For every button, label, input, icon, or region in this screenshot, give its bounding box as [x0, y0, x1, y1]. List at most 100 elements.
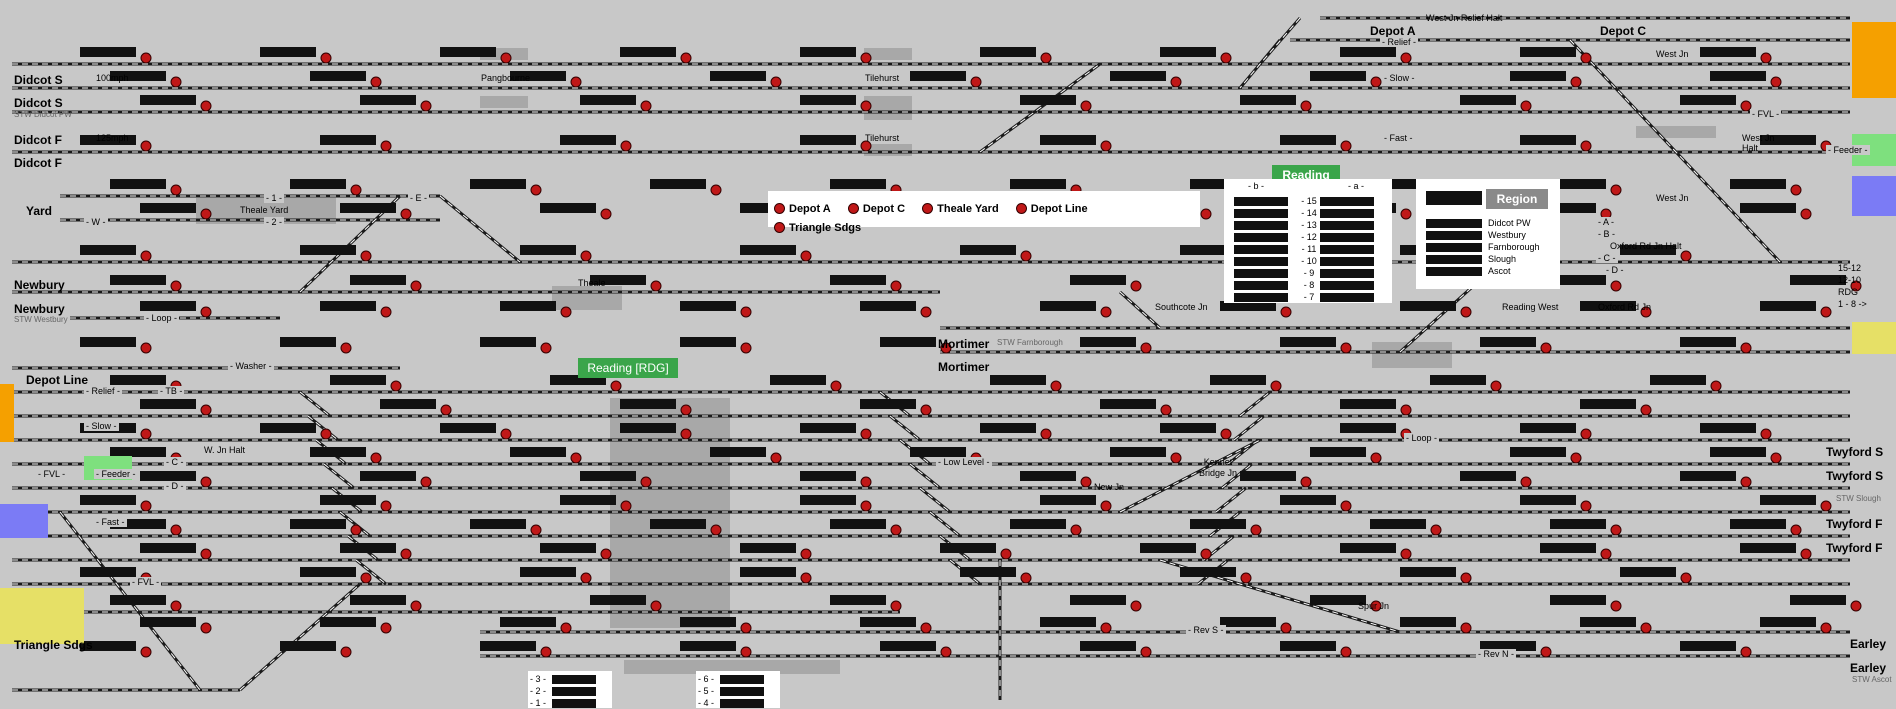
reading-panel-row[interactable]: - 14 — [1234, 207, 1380, 219]
signal-head[interactable] — [380, 500, 392, 512]
reading-panel-row[interactable]: - 8 — [1234, 279, 1380, 291]
signal-head[interactable] — [860, 500, 872, 512]
signal-head[interactable] — [710, 184, 722, 196]
signal-head[interactable] — [940, 342, 952, 354]
signal-head[interactable] — [200, 100, 212, 112]
signal-head[interactable] — [1000, 548, 1012, 560]
signal-head[interactable] — [620, 140, 632, 152]
signal-head[interactable] — [170, 76, 182, 88]
signal-head[interactable] — [1340, 140, 1352, 152]
signal-head[interactable] — [740, 306, 752, 318]
signal-head[interactable] — [1520, 100, 1532, 112]
signal-head[interactable] — [1640, 622, 1652, 634]
signal-head[interactable] — [620, 500, 632, 512]
signal-head[interactable] — [1740, 342, 1752, 354]
signal-head[interactable] — [560, 622, 572, 634]
signal-head[interactable] — [860, 100, 872, 112]
signal-head[interactable] — [1280, 622, 1292, 634]
region-row[interactable]: Farnborough — [1426, 241, 1540, 253]
signal-head[interactable] — [890, 524, 902, 536]
signal-head[interactable] — [1460, 572, 1472, 584]
signal-head[interactable] — [1400, 404, 1412, 416]
signal-head[interactable] — [1020, 250, 1032, 262]
signal-head[interactable] — [1100, 500, 1112, 512]
signal-head[interactable] — [920, 622, 932, 634]
signal-head[interactable] — [530, 524, 542, 536]
signal-head[interactable] — [1740, 646, 1752, 658]
signal-head[interactable] — [500, 52, 512, 64]
signal-head[interactable] — [1540, 646, 1552, 658]
boundary-tag-orange-left[interactable] — [0, 384, 14, 442]
signal-head[interactable] — [1570, 452, 1582, 464]
signal-head[interactable] — [200, 208, 212, 220]
signal-head[interactable] — [1340, 342, 1352, 354]
signal-head[interactable] — [420, 476, 432, 488]
signal-head[interactable] — [1610, 600, 1622, 612]
signal-head[interactable] — [140, 342, 152, 354]
signal-head[interactable] — [1300, 476, 1312, 488]
region-row[interactable]: Ascot — [1426, 265, 1540, 277]
boundary-tag-blue-right[interactable] — [1852, 176, 1896, 216]
signal-head[interactable] — [500, 428, 512, 440]
boundary-tag-yellow-right[interactable] — [1852, 322, 1896, 354]
signal-head[interactable] — [380, 140, 392, 152]
signal-head[interactable] — [1200, 548, 1212, 560]
signal-head[interactable] — [860, 52, 872, 64]
signal-head[interactable] — [1490, 380, 1502, 392]
signal-head[interactable] — [800, 548, 812, 560]
signal-head[interactable] — [710, 524, 722, 536]
signal-head[interactable] — [1400, 208, 1412, 220]
region-row[interactable]: Westbury — [1426, 229, 1540, 241]
signal-head[interactable] — [650, 600, 662, 612]
signal-head[interactable] — [740, 646, 752, 658]
signal-head[interactable] — [370, 76, 382, 88]
signal-head[interactable] — [1130, 600, 1142, 612]
signal-head[interactable] — [600, 208, 612, 220]
signal-head[interactable] — [340, 646, 352, 658]
reading-panel-row[interactable]: - 12 — [1234, 231, 1380, 243]
signal-head[interactable] — [1610, 184, 1622, 196]
signal-head[interactable] — [140, 52, 152, 64]
signal-head[interactable] — [1580, 428, 1592, 440]
signal-head[interactable] — [1460, 622, 1472, 634]
signal-head[interactable] — [940, 646, 952, 658]
signal-head[interactable] — [140, 646, 152, 658]
signal-head[interactable] — [1070, 524, 1082, 536]
signal-head[interactable] — [140, 140, 152, 152]
signal-head[interactable] — [1080, 476, 1092, 488]
legend-depot-line[interactable]: Depot Line — [1015, 203, 1088, 215]
signal-head[interactable] — [320, 52, 332, 64]
signal-head[interactable] — [1850, 600, 1862, 612]
signal-head[interactable] — [420, 100, 432, 112]
signal-head[interactable] — [200, 404, 212, 416]
signal-head[interactable] — [540, 342, 552, 354]
signal-head[interactable] — [1600, 548, 1612, 560]
signal-head[interactable] — [1570, 76, 1582, 88]
signal-head[interactable] — [390, 380, 402, 392]
signal-head[interactable] — [580, 572, 592, 584]
signal-head[interactable] — [200, 548, 212, 560]
signal-head[interactable] — [1800, 208, 1812, 220]
signal-head[interactable] — [350, 524, 362, 536]
signal-head[interactable] — [800, 250, 812, 262]
signal-head[interactable] — [1040, 428, 1052, 440]
signal-head[interactable] — [530, 184, 542, 196]
signal-head[interactable] — [1130, 280, 1142, 292]
reading-panel-row[interactable]: - 11 — [1234, 243, 1380, 255]
signal-head[interactable] — [1020, 572, 1032, 584]
signal-head[interactable] — [680, 428, 692, 440]
signal-head[interactable] — [1400, 52, 1412, 64]
signal-head[interactable] — [600, 548, 612, 560]
signal-head[interactable] — [770, 76, 782, 88]
signal-head[interactable] — [360, 572, 372, 584]
signal-head[interactable] — [140, 428, 152, 440]
signal-head[interactable] — [1610, 524, 1622, 536]
signal-head[interactable] — [1640, 404, 1652, 416]
signal-head[interactable] — [170, 280, 182, 292]
signal-head[interactable] — [410, 280, 422, 292]
region-row[interactable]: Didcot PW — [1426, 217, 1540, 229]
legend-triangle-sdgs[interactable]: Triangle Sdgs — [774, 222, 861, 234]
boundary-tag-blue-left[interactable] — [0, 504, 48, 538]
signal-head[interactable] — [340, 342, 352, 354]
signal-head[interactable] — [440, 404, 452, 416]
